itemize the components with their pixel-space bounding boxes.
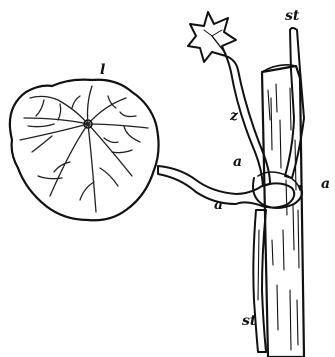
label-z: z — [229, 108, 239, 124]
flower — [188, 12, 236, 62]
label-a-lower: a — [214, 197, 223, 213]
leaf-veins — [20, 86, 148, 212]
support-stick — [262, 65, 304, 357]
label-leaf: l — [100, 62, 105, 78]
petiole — [158, 166, 302, 208]
label-stem-bottom: st — [242, 313, 257, 329]
label-a-right: a — [321, 176, 330, 192]
label-a-upper: a — [233, 154, 242, 170]
label-stem-top: st — [285, 8, 300, 24]
leaf — [10, 80, 159, 221]
